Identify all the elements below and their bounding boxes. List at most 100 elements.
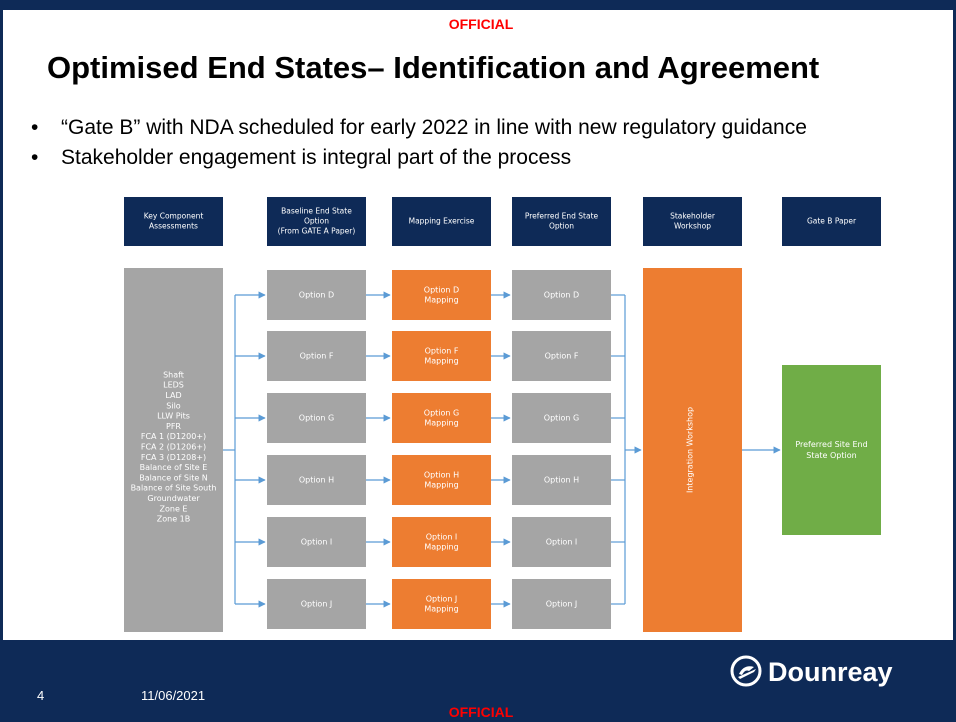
- top-bar: [3, 0, 956, 10]
- column-header-text: Preferred End State: [525, 212, 599, 221]
- component-label: LEDS: [163, 381, 184, 390]
- preferred-options: Option D Option F Option G Option H Option I…: [512, 270, 611, 629]
- baseline-option-label: Option I: [301, 538, 333, 547]
- bullet-list: •“Gate B” with NDA scheduled for early 2…: [31, 114, 807, 174]
- column-header-box: [124, 197, 223, 246]
- component-label: Shaft: [163, 370, 184, 379]
- mapping-label: Option J: [426, 595, 458, 604]
- mapping-box: [392, 579, 491, 629]
- preferred-option-box: [512, 331, 611, 381]
- baseline-option-label: Option G: [299, 414, 334, 423]
- component-label: FCA 2 (D1206+): [141, 443, 206, 452]
- mapping-label: Option H: [424, 471, 459, 480]
- mapping-label: Mapping: [424, 357, 458, 366]
- component-label: FCA 1 (D1200+): [141, 432, 206, 441]
- column-header-box: [782, 197, 881, 246]
- mapping-label: Mapping: [424, 419, 458, 428]
- mapping-label: Option I: [426, 533, 458, 542]
- component-label: Balance of Site N: [139, 473, 208, 482]
- logo-icon: [730, 655, 762, 687]
- preferred-option-label: Option G: [544, 414, 579, 423]
- baseline-options: Option D Option F Option G Option H Option I…: [267, 270, 366, 629]
- column-header-box: [643, 197, 742, 246]
- component-label: LLW Pits: [157, 412, 190, 421]
- column-header-text: Option: [304, 217, 329, 226]
- mapping-label: Mapping: [424, 605, 458, 614]
- baseline-option-box: [267, 579, 366, 629]
- component-label: Balance of Site E: [140, 463, 208, 472]
- column-header-text: Assessments: [149, 222, 198, 231]
- classification-top: OFFICIAL: [448, 16, 514, 32]
- preferred-option-label: Option F: [545, 352, 579, 361]
- mapping-box: [392, 393, 491, 443]
- bullet-item: •Stakeholder engagement is integral part…: [31, 146, 572, 169]
- component-label: LAD: [165, 391, 181, 400]
- slide-title: Optimised End States– Identification and…: [47, 50, 820, 85]
- mapping-label: Mapping: [424, 296, 458, 305]
- component-label: Groundwater: [147, 494, 200, 503]
- bullet-text: Stakeholder engagement is integral part …: [61, 146, 572, 169]
- key-component-rect: [124, 268, 223, 632]
- mapping-box: [392, 455, 491, 505]
- result-rect: [782, 365, 881, 535]
- preferred-option-box: [512, 270, 611, 320]
- preferred-option-label: Option H: [544, 476, 579, 485]
- column-header-text: Stakeholder: [670, 212, 716, 221]
- mapping-box: [392, 270, 491, 320]
- mapping-label: Option F: [425, 347, 459, 356]
- column-header-box: [267, 197, 366, 246]
- baseline-option-label: Option J: [301, 600, 333, 609]
- column-header-box: [392, 197, 491, 246]
- column-header-text: Gate B Paper: [807, 217, 857, 226]
- component-label: Silo: [166, 401, 181, 410]
- component-label: Balance of Site South: [131, 484, 217, 493]
- preferred-option-box: [512, 517, 611, 567]
- mapping-label: Mapping: [424, 481, 458, 490]
- preferred-option-box: [512, 455, 611, 505]
- page-number: 4: [37, 688, 45, 703]
- component-label: FCA 3 (D1208+): [141, 453, 206, 462]
- baseline-option-box: [267, 393, 366, 443]
- column-header-text: Workshop: [674, 222, 711, 231]
- flow-arrows: [223, 291, 781, 608]
- column-header-text: Mapping Exercise: [409, 217, 475, 226]
- preferred-option-label: Option D: [544, 291, 579, 300]
- workshop-rect: [643, 268, 742, 632]
- preferred-option-box: [512, 393, 611, 443]
- preferred-option-label: Option J: [546, 600, 578, 609]
- footer-date: 11/06/2021: [141, 688, 206, 703]
- integration-workshop-box: Integration Workshop: [643, 268, 742, 632]
- mapping-label: Option D: [424, 286, 459, 295]
- baseline-option-box: [267, 270, 366, 320]
- mapping-label: Option G: [424, 409, 459, 418]
- column-header-box: [512, 197, 611, 246]
- mapping-box: [392, 331, 491, 381]
- column-header-text: Option: [549, 222, 574, 231]
- mapping-box: [392, 517, 491, 567]
- column-header-text: Baseline End State: [281, 207, 352, 216]
- column-header-text: (From GATE A Paper): [278, 227, 356, 236]
- baseline-option-label: Option F: [300, 352, 334, 361]
- baseline-option-label: Option H: [299, 476, 334, 485]
- component-label: Zone E: [160, 504, 188, 513]
- preferred-option-box: [512, 579, 611, 629]
- bullet-text: “Gate B” with NDA scheduled for early 20…: [61, 116, 807, 139]
- classification-bottom: OFFICIAL: [448, 704, 514, 720]
- baseline-option-box: [267, 517, 366, 567]
- preferred-option-label: Option I: [546, 538, 578, 547]
- component-label: PFR: [166, 422, 181, 431]
- baseline-option-box: [267, 455, 366, 505]
- baseline-option-label: Option D: [299, 291, 334, 300]
- footer-bar: [3, 640, 956, 722]
- result-label: State Option: [806, 451, 856, 460]
- logo-text: Dounreay: [768, 657, 893, 687]
- mapping-label: Mapping: [424, 543, 458, 552]
- column-header-text: Key Component: [144, 212, 204, 221]
- dounreay-logo: Dounreay: [730, 655, 930, 699]
